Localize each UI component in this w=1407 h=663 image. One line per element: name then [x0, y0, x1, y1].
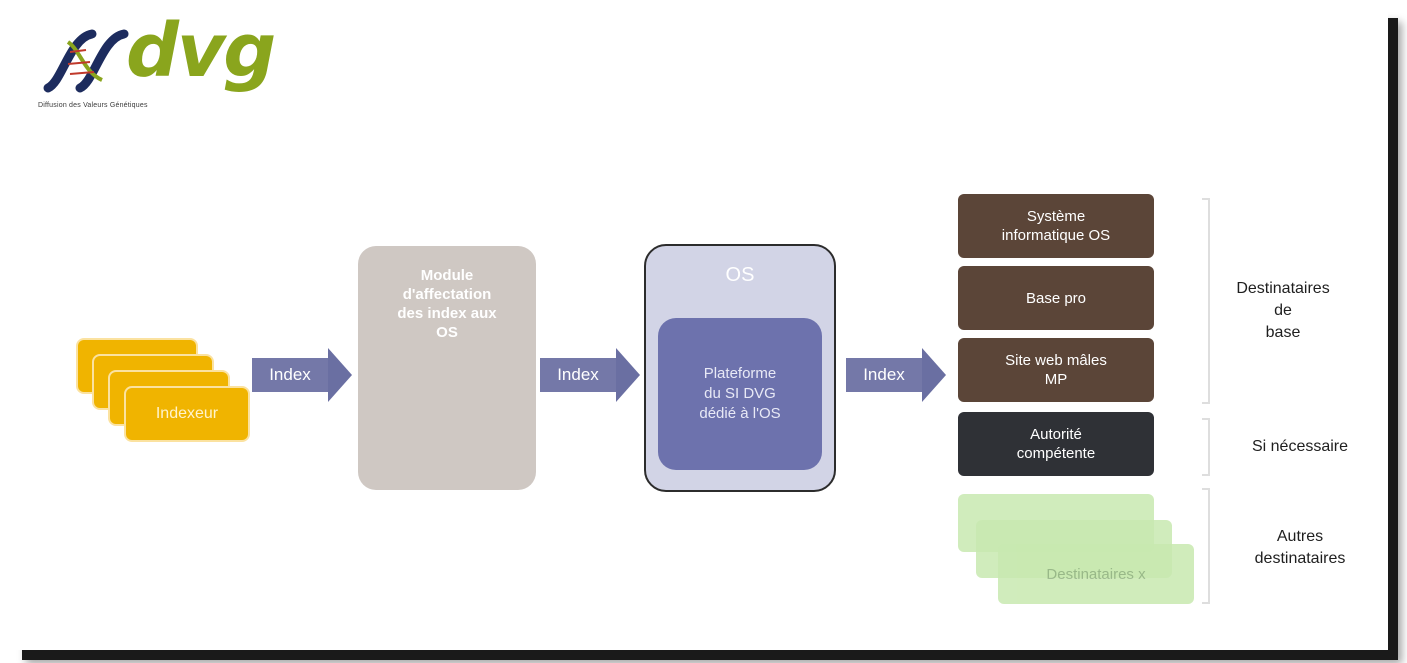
- plateforme-line: Plateforme: [703, 365, 777, 382]
- dest-line: Site web mâles: [1005, 352, 1107, 369]
- arrow-head-icon: [922, 348, 946, 402]
- bracket-conditional: [1202, 418, 1210, 476]
- dvg-logo: dvg Diffusion des Valeurs Génétiques: [34, 8, 276, 124]
- dest-line: informatique OS: [1001, 227, 1111, 244]
- label-destinataires-base: Destinataires de base: [1218, 278, 1348, 344]
- index-arrow-label: Index: [252, 358, 328, 392]
- indexeur-card: Indexeur: [126, 388, 248, 440]
- side-label-line: base: [1265, 324, 1301, 341]
- dest-base-pro: Base pro: [958, 266, 1154, 330]
- label-autres-destinataires: Autres destinataires: [1230, 526, 1370, 570]
- plateforme-line: dédié à l'OS: [699, 405, 781, 422]
- index-arrow-3: Index: [846, 348, 946, 402]
- os-container: OS Plateforme du SI DVG dédié à l'OS: [644, 244, 836, 492]
- side-label-line: Autres: [1276, 528, 1324, 545]
- side-label-line: de: [1274, 302, 1292, 319]
- module-line: OS: [436, 324, 458, 341]
- dest-site-web: Site web mâles MP: [958, 338, 1154, 402]
- plateforme-box: Plateforme du SI DVG dédié à l'OS: [658, 318, 822, 470]
- bracket-base: [1202, 198, 1210, 404]
- dest-autorite-competente: Autorité compétente: [958, 412, 1154, 476]
- arrow-head-icon: [328, 348, 352, 402]
- module-affectation: Module d'affectation des index aux OS: [358, 246, 536, 490]
- arrow-head-icon: [616, 348, 640, 402]
- module-line: d'affectation: [402, 286, 492, 303]
- dest-line: compétente: [1016, 445, 1096, 462]
- dest-line: Autorité: [1030, 426, 1082, 443]
- bracket-others: [1202, 488, 1210, 604]
- index-arrow-2: Index: [540, 348, 640, 402]
- index-arrow-label: Index: [540, 358, 616, 392]
- logo-wordmark: dvg: [126, 8, 276, 94]
- dest-line: MP: [1044, 371, 1068, 388]
- dest-line: Base pro: [1025, 289, 1087, 307]
- side-label-line: destinataires: [1254, 550, 1346, 567]
- label-si-necessaire: Si nécessaire: [1251, 438, 1349, 455]
- slide: dvg Diffusion des Valeurs Génétiques Ind…: [12, 8, 1388, 650]
- side-label-line: Destinataires: [1236, 280, 1330, 297]
- index-arrow-1: Index: [252, 348, 352, 402]
- dest-systeme-informatique: Système informatique OS: [958, 194, 1154, 258]
- os-title: OS: [725, 264, 755, 286]
- plateforme-line: du SI DVG: [704, 385, 776, 402]
- module-line: Module: [420, 267, 474, 284]
- module-line: des index aux: [397, 305, 497, 322]
- index-arrow-label: Index: [846, 358, 922, 392]
- dest-other-card: Destinataires x: [998, 544, 1194, 604]
- logo-subtitle: Diffusion des Valeurs Génétiques: [38, 102, 148, 109]
- dna-helix-icon: [43, 29, 129, 93]
- dest-line: Système: [1026, 208, 1086, 225]
